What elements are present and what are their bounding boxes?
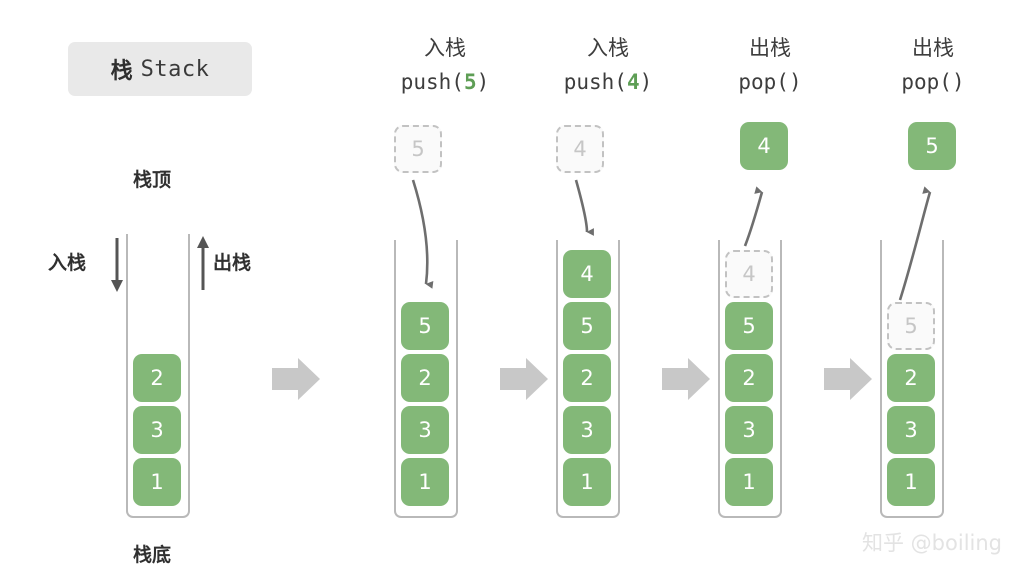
stack-bottom-label: 栈底	[133, 544, 172, 566]
pop-side-label: 出栈	[213, 252, 252, 274]
pop-direction-arrow-icon	[197, 236, 209, 290]
header-pop-5: 出栈 pop()	[858, 34, 1008, 98]
header-op-label: 出栈	[912, 36, 954, 60]
stack-block: 3	[401, 406, 449, 454]
watermark: 知乎 @boiling	[862, 531, 1002, 555]
header-op-label: 入栈	[424, 36, 466, 60]
floating-ghost-block: 4	[556, 125, 604, 173]
push-motion-arrow-icon	[574, 179, 594, 236]
stack-tube-pop-4	[718, 240, 782, 518]
popped-block: 5	[908, 122, 956, 170]
stack-block: 1	[133, 458, 181, 506]
header-push-4: 入栈 push(4)	[533, 34, 683, 98]
stack-block: 1	[563, 458, 611, 506]
ghost-slot-block: 5	[887, 302, 935, 350]
push-side-label: 入栈	[48, 252, 87, 274]
floating-ghost-block: 5	[394, 125, 442, 173]
stack-block: 3	[133, 406, 181, 454]
transition-arrow-icon	[500, 358, 548, 400]
stack-block: 2	[725, 354, 773, 402]
stack-block: 4	[563, 250, 611, 298]
stack-top-label: 栈顶	[133, 169, 172, 191]
stack-tube-initial	[126, 234, 190, 518]
ghost-slot-block: 4	[725, 250, 773, 298]
transition-arrow-icon	[824, 358, 872, 400]
stack-block: 3	[725, 406, 773, 454]
stack-block: 2	[563, 354, 611, 402]
stack-tube-push-4	[556, 240, 620, 518]
pop-motion-arrow-icon	[743, 186, 764, 247]
header-op-label: 出栈	[749, 36, 791, 60]
stack-block: 5	[563, 302, 611, 350]
transition-arrow-icon	[662, 358, 710, 400]
push-direction-arrow-icon	[111, 238, 123, 292]
header-pop-4: 出栈 pop()	[695, 34, 845, 98]
popped-block: 4	[740, 122, 788, 170]
title-badge: 栈 Stack	[68, 42, 252, 96]
title-cjk: 栈	[110, 59, 133, 84]
transition-arrow-icon	[272, 358, 320, 400]
stack-block: 2	[401, 354, 449, 402]
stack-block: 3	[887, 406, 935, 454]
header-code-label: push(4)	[563, 69, 653, 94]
stack-tube-push-5	[394, 240, 458, 518]
stack-tube-pop-5	[880, 240, 944, 518]
stack-block: 2	[887, 354, 935, 402]
stack-block: 2	[133, 354, 181, 402]
header-code-label: pop()	[738, 69, 802, 94]
stack-block: 5	[725, 302, 773, 350]
stack-block: 1	[401, 458, 449, 506]
header-push-5: 入栈 push(5)	[370, 34, 520, 98]
header-op-label: 入栈	[587, 36, 629, 60]
stack-block: 5	[401, 302, 449, 350]
header-code-label: pop()	[901, 69, 965, 94]
stack-block: 1	[725, 458, 773, 506]
header-code-label: push(5)	[400, 69, 490, 94]
stack-block: 1	[887, 458, 935, 506]
stack-block: 3	[563, 406, 611, 454]
title-latin: Stack	[140, 56, 210, 82]
